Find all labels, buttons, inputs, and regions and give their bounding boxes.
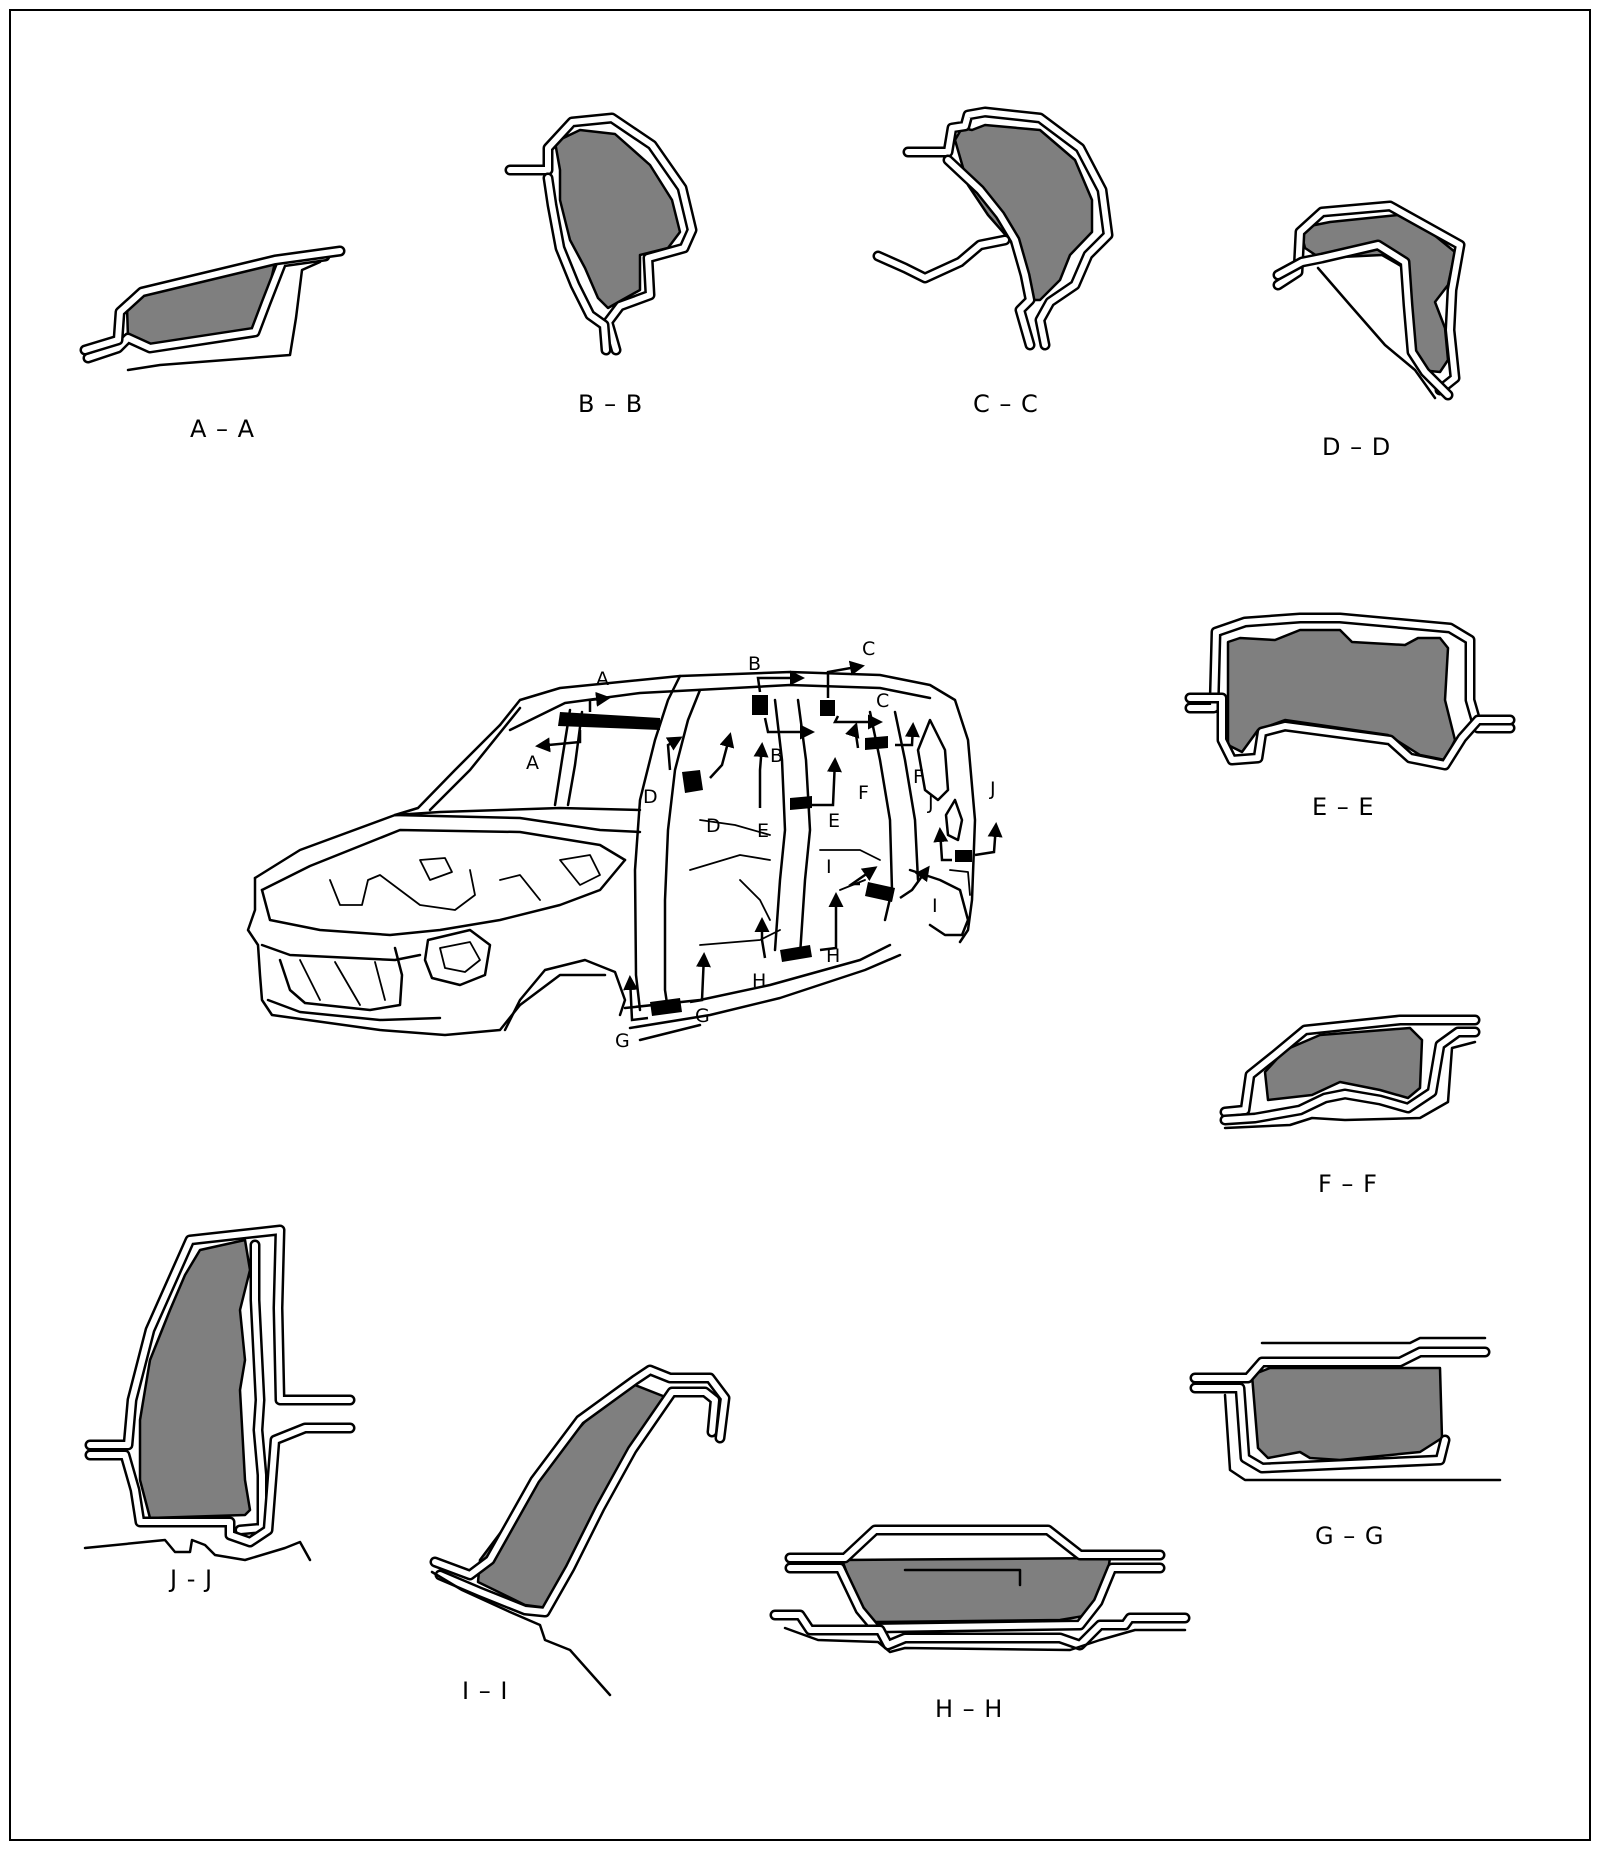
section-cc-drawing <box>872 106 1114 351</box>
cut-bar-g <box>650 998 682 1016</box>
callout-h-left: H <box>752 970 767 992</box>
callout-j-right: J <box>990 778 996 800</box>
section-hh-drawing <box>769 1524 1191 1654</box>
callout-b-bottom: B <box>770 745 784 767</box>
callout-f-right: F <box>913 766 924 788</box>
section-title-bb: B – B <box>578 390 644 418</box>
section-bb-drawing <box>504 112 698 356</box>
cut-bar-b <box>752 695 768 715</box>
section-aa-drawing <box>79 245 346 372</box>
cut-bar-a <box>558 712 660 730</box>
section-ff-drawing <box>1219 1014 1481 1130</box>
callout-c-bottom: C <box>876 690 890 712</box>
callout-e-right: E <box>828 810 841 832</box>
section-title-jj: J - J <box>170 1565 214 1593</box>
cut-bar-c <box>820 700 835 716</box>
section-jj-drawing <box>83 1224 356 1562</box>
section-ee-drawing <box>1184 612 1516 771</box>
callout-e-left: E <box>757 820 770 842</box>
cut-bar-i <box>865 882 895 902</box>
section-title-gg: G – G <box>1315 1522 1385 1550</box>
section-title-ii: I – I <box>462 1677 509 1705</box>
callout-c-top: C <box>862 638 876 660</box>
cut-bar-d <box>682 770 703 793</box>
diagram-border <box>9 9 1591 1841</box>
callout-i-right: I <box>932 895 938 917</box>
section-title-cc: C – C <box>973 390 1039 418</box>
section-title-aa: A – A <box>190 415 256 443</box>
cut-bar-f <box>865 736 888 750</box>
callout-h-right: H <box>826 945 841 967</box>
section-title-ff: F – F <box>1318 1170 1378 1198</box>
section-dd-drawing <box>1272 200 1466 401</box>
callout-f-left: F <box>858 782 869 804</box>
cut-bar-h <box>780 945 812 962</box>
callout-g-right: G <box>695 1005 710 1027</box>
callout-d-left: D <box>643 786 658 808</box>
section-ii-drawing <box>429 1364 731 1697</box>
callout-a-top: A <box>596 668 609 690</box>
callout-i-left: I <box>826 856 832 878</box>
section-cut-bars <box>558 695 972 1016</box>
callout-a-bottom: A <box>526 752 539 774</box>
section-title-hh: H – H <box>935 1695 1004 1723</box>
callout-g-left: G <box>615 1030 630 1052</box>
callout-b-top: B <box>748 653 762 675</box>
cut-bar-e <box>790 796 812 810</box>
section-arrows <box>535 660 1003 1022</box>
section-title-ee: E – E <box>1312 793 1375 821</box>
section-title-dd: D – D <box>1322 433 1392 461</box>
section-gg-drawing <box>1189 1336 1502 1482</box>
callout-d-right: D <box>706 815 721 837</box>
callout-j-left: J <box>928 792 934 814</box>
cut-bar-j <box>955 850 972 862</box>
